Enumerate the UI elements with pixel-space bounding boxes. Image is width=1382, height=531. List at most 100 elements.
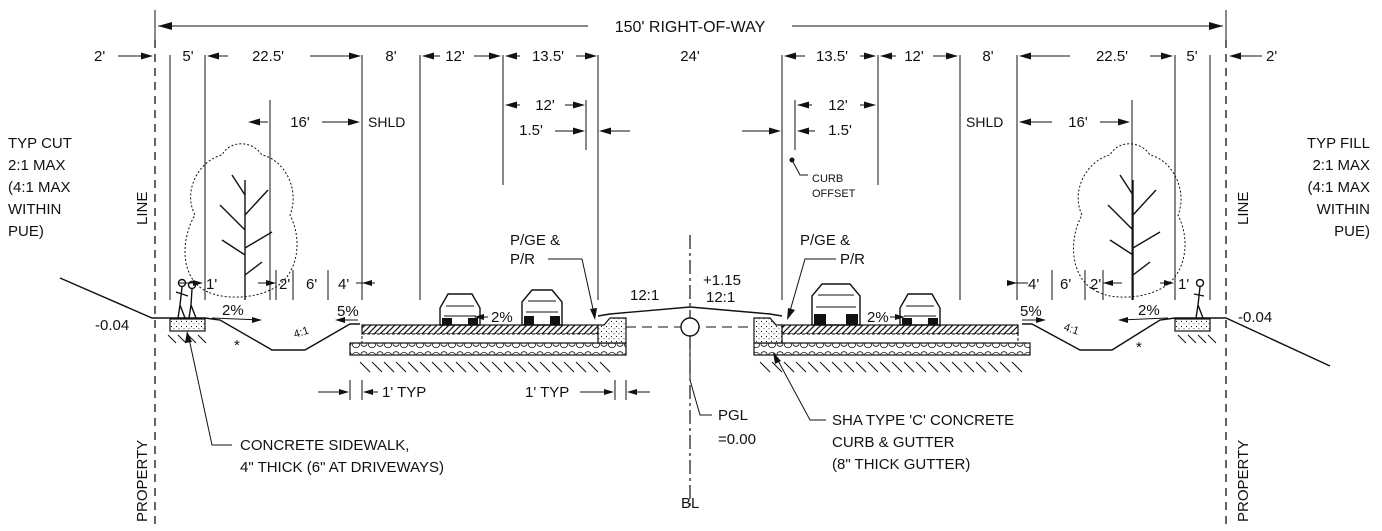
left-line-label: LINE bbox=[134, 192, 151, 225]
slope-right-road: 2% bbox=[867, 309, 889, 326]
left-elevation: -0.04 bbox=[95, 317, 129, 334]
dim-left-shoulder: 8' bbox=[385, 48, 396, 65]
dim-left-curb-offset: 1.5' bbox=[519, 122, 543, 139]
right-pavement bbox=[753, 317, 1031, 373]
baseline-label: BL bbox=[681, 495, 699, 512]
slope-left-ditch: 4:1 bbox=[292, 325, 310, 341]
slope-left-road: 2% bbox=[491, 309, 513, 326]
dim-right-2ft: 2' bbox=[1090, 276, 1101, 293]
right-offset-dim: 2' bbox=[1266, 48, 1277, 65]
curb-callout: SHA TYPE 'C' CONCRETE CURB & GUTTER (8" … bbox=[773, 352, 1014, 473]
sidewalk-callout: CONCRETE SIDEWALK, 4" THICK (6" AT DRIVE… bbox=[185, 331, 444, 476]
cut-note-line-5: PUE) bbox=[8, 223, 44, 240]
slope-left-shoulder: 5% bbox=[337, 303, 359, 320]
left-shoulder-label: SHLD bbox=[368, 114, 405, 130]
dim-left-6ft: 6' bbox=[306, 276, 317, 293]
dim-right-inner-lane: 12' bbox=[828, 97, 848, 114]
right-tree-icon bbox=[1073, 143, 1186, 300]
left-typ-label: 1' TYP bbox=[382, 384, 426, 401]
left-property-label: PROPERTY bbox=[134, 440, 151, 522]
slope-right-ditch: 4:1 bbox=[1062, 321, 1080, 337]
slope-labels: 2% 4:1 5% 2% 12:1 +1.15 12:1 2% 5% 4:1 2… bbox=[95, 272, 1272, 356]
dim-left-outer-lane: 13.5' bbox=[532, 48, 564, 65]
dim-right-lane: 12' bbox=[904, 48, 924, 65]
fill-note-line-4: WITHIN bbox=[1317, 201, 1370, 218]
left-sidewalk bbox=[169, 318, 206, 332]
dim-left-1ft: 1' bbox=[206, 276, 217, 293]
dim-left-tree-offset: 16' bbox=[290, 114, 310, 131]
dim-right-curb-offset: 1.5' bbox=[828, 122, 852, 139]
dim-right-buffer: 22.5' bbox=[1096, 48, 1128, 65]
fill-note-line-5: PUE) bbox=[1334, 223, 1370, 240]
cut-note-line-1: TYP CUT bbox=[8, 135, 72, 152]
ground-profile bbox=[59, 277, 1331, 367]
slope-right-walk: 2% bbox=[1138, 302, 1160, 319]
dim-left-2ft: 2' bbox=[279, 276, 290, 293]
sidewalk-note-line-2: 4" THICK (6" AT DRIVEWAYS) bbox=[240, 459, 444, 476]
right-line-label: LINE bbox=[1235, 192, 1252, 225]
dim-left-lane: 12' bbox=[445, 48, 465, 65]
dimension-extension-lines bbox=[169, 55, 1211, 300]
dim-right-shoulder: 8' bbox=[982, 48, 993, 65]
right-typ-label: 1' TYP bbox=[525, 384, 569, 401]
fill-note: TYP FILL 2:1 MAX (4:1 MAX WITHIN PUE) bbox=[1307, 135, 1370, 240]
dim-right-sidewalk: 5' bbox=[1186, 48, 1197, 65]
right-pge-callout: P/GE & P/R bbox=[787, 232, 865, 320]
cut-note-line-2: 2:1 MAX bbox=[8, 157, 66, 174]
pgl-value: =0.00 bbox=[718, 431, 756, 448]
right-property-label: PROPERTY bbox=[1235, 440, 1252, 522]
curb-note-line-3: (8" THICK GUTTER) bbox=[832, 456, 970, 473]
dim-left-sidewalk: 5' bbox=[182, 48, 193, 65]
lower-dimensions-left: 1' 2' 6' 4' bbox=[178, 270, 375, 300]
sidewalk-note-line-1: CONCRETE SIDEWALK, bbox=[240, 437, 409, 454]
right-truck-icon bbox=[811, 283, 861, 326]
dim-right-6ft: 6' bbox=[1060, 276, 1071, 293]
left-car-icon bbox=[439, 293, 481, 326]
right-of-way-title: 150' RIGHT-OF-WAY bbox=[615, 19, 766, 36]
dim-left-inner-lane: 12' bbox=[535, 97, 555, 114]
right-sidewalk bbox=[1174, 318, 1211, 332]
left-curb bbox=[597, 317, 627, 344]
centerline: PGL =0.00 BL bbox=[680, 235, 756, 512]
curb-note-line-1: SHA TYPE 'C' CONCRETE bbox=[832, 412, 1014, 429]
left-truck-icon bbox=[521, 289, 563, 326]
right-curb bbox=[753, 317, 783, 344]
top-dimensions: 2' 2' 5' 22.5' 8' 12' 13.5' 24' 13.5' 12… bbox=[94, 48, 1277, 65]
dim-right-4ft: 4' bbox=[1028, 276, 1039, 293]
right-pge-line-2: P/R bbox=[840, 251, 865, 268]
left-pge-callout: P/GE & P/R bbox=[510, 232, 597, 320]
curb-offset-label-1: CURB bbox=[812, 173, 843, 185]
right-elevation: -0.04 bbox=[1238, 309, 1272, 326]
dim-left-4ft: 4' bbox=[338, 276, 349, 293]
slope-median-left: 12:1 bbox=[630, 287, 659, 304]
dim-left-buffer: 22.5' bbox=[252, 48, 284, 65]
curb-offset-callout: CURB OFFSET bbox=[789, 157, 856, 200]
cut-note-line-3: (4:1 MAX bbox=[8, 179, 71, 196]
fill-note-line-1: TYP FILL bbox=[1307, 135, 1370, 152]
pgl-marker bbox=[680, 317, 700, 337]
right-pedestrian-icon bbox=[1193, 278, 1205, 319]
right-of-way-dimension: 150' RIGHT-OF-WAY bbox=[154, 10, 1227, 40]
dim-right-outer-lane: 13.5' bbox=[816, 48, 848, 65]
secondary-dimensions: 16' SHLD 12' 1.5' 12' 1.5' SHLD 16' bbox=[248, 97, 1130, 139]
slope-crown: +1.15 bbox=[703, 272, 741, 289]
left-asterisk: * bbox=[234, 337, 240, 354]
cut-note: TYP CUT 2:1 MAX (4:1 MAX WITHIN PUE) bbox=[8, 135, 72, 240]
dim-right-tree-offset: 16' bbox=[1068, 114, 1088, 131]
slope-right-shoulder: 5% bbox=[1020, 303, 1042, 320]
typ-dimensions: 1' TYP 1' TYP bbox=[318, 380, 650, 401]
pgl-label: PGL bbox=[718, 407, 748, 424]
slope-median-right: 12:1 bbox=[706, 289, 735, 306]
left-offset-dim: 2' bbox=[94, 48, 105, 65]
right-car-icon bbox=[899, 293, 941, 326]
left-tree-icon bbox=[184, 143, 298, 300]
curb-note-line-2: CURB & GUTTER bbox=[832, 434, 955, 451]
right-pge-line-1: P/GE & bbox=[800, 232, 850, 249]
left-pedestrians-icon bbox=[175, 278, 197, 319]
lower-dimensions-right: 4' 6' 2' 1' bbox=[1007, 270, 1189, 300]
left-pge-line-1: P/GE & bbox=[510, 232, 560, 249]
left-pavement bbox=[349, 317, 627, 373]
dim-median: 24' bbox=[680, 48, 700, 65]
curb-offset-label-2: OFFSET bbox=[812, 188, 856, 200]
